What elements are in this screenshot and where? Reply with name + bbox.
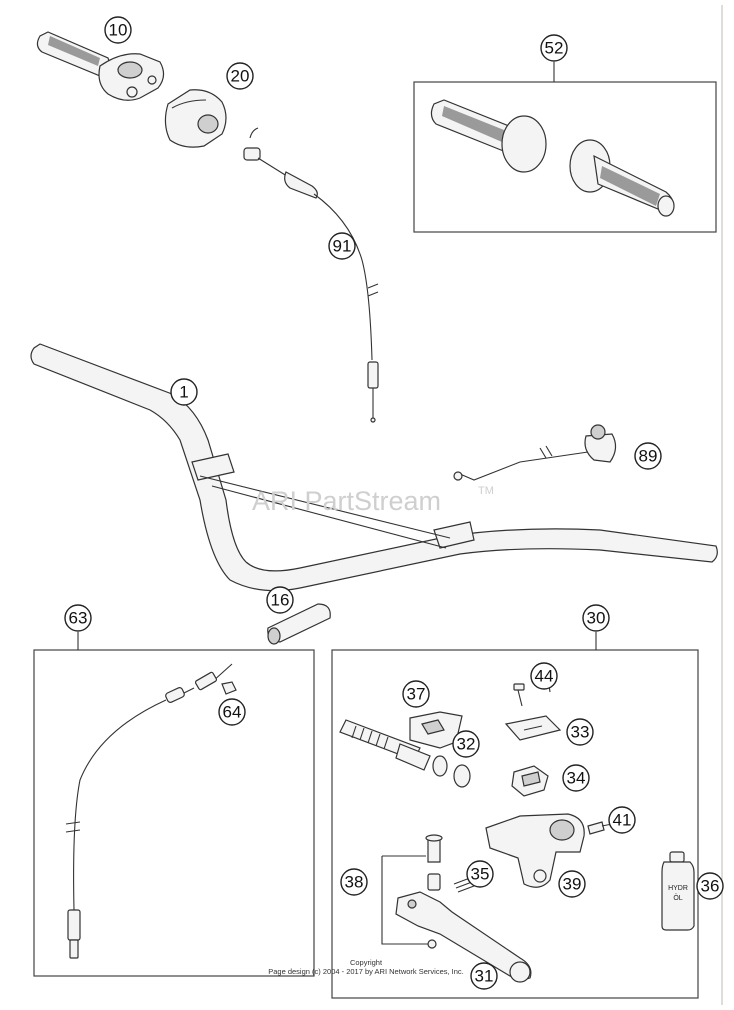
svg-text:33: 33 [571, 723, 590, 742]
master-cylinder-frame [331, 649, 699, 999]
callout-31[interactable]: 31 [470, 962, 498, 990]
callout-36[interactable]: 36 [696, 872, 724, 900]
copyright-line1: Copyright [350, 958, 383, 967]
callout-89[interactable]: 89 [634, 442, 662, 470]
leader-line-38 [381, 856, 428, 945]
reservoir-clamp-part[interactable] [409, 711, 463, 749]
callout-34[interactable]: 34 [562, 764, 590, 792]
callout-38[interactable]: 38 [340, 868, 368, 896]
svg-text:1: 1 [179, 383, 188, 402]
handlebar-part[interactable] [30, 343, 718, 592]
callout-1[interactable]: 1 [170, 378, 198, 406]
right-grip-part[interactable] [569, 139, 675, 217]
callout-41[interactable]: 41 [608, 806, 636, 834]
callout-63[interactable]: 63 [64, 604, 92, 632]
bottle-label-line1: HYDR [668, 885, 688, 892]
svg-text:64: 64 [223, 703, 242, 722]
watermark-text: ARI PartStream [252, 486, 441, 516]
callout-91[interactable]: 91 [328, 232, 356, 260]
svg-text:20: 20 [231, 67, 250, 86]
svg-text:52: 52 [545, 39, 564, 58]
bottle-label-line2: ÖL [673, 894, 682, 902]
throttle-grip-part[interactable] [36, 31, 165, 101]
svg-text:16: 16 [271, 591, 290, 610]
callout-10[interactable]: 10 [104, 16, 132, 44]
bar-end-plug-part[interactable] [267, 603, 331, 645]
svg-text:31: 31 [475, 967, 494, 986]
clutch-cable-part[interactable] [65, 663, 233, 959]
callout-44[interactable]: 44 [530, 662, 558, 690]
svg-text:38: 38 [345, 873, 364, 892]
left-grip-part[interactable] [430, 99, 547, 173]
callout-64[interactable]: 64 [218, 698, 246, 726]
copyright-line2: Page design (c) 2004 - 2017 by ARI Netwo… [268, 967, 464, 976]
callout-32[interactable]: 32 [452, 730, 480, 758]
callout-16[interactable]: 16 [266, 586, 294, 614]
svg-text:37: 37 [407, 685, 426, 704]
brake-fluid-bottle-part[interactable]: HYDR ÖL [661, 851, 695, 931]
svg-text:35: 35 [471, 865, 490, 884]
svg-text:39: 39 [563, 875, 582, 894]
pivot-bolt-part[interactable] [425, 834, 443, 891]
callout-37[interactable]: 37 [402, 680, 430, 708]
svg-text:44: 44 [535, 667, 554, 686]
svg-text:34: 34 [567, 769, 586, 788]
kill-switch-part[interactable] [453, 424, 617, 481]
master-cylinder-body-part[interactable] [485, 813, 585, 888]
clutch-cable-frame [33, 649, 315, 977]
reservoir-cover-part[interactable] [504, 715, 562, 741]
throttle-housing-cover-part[interactable] [164, 89, 227, 148]
callout-52[interactable]: 52 [540, 34, 568, 62]
callout-30[interactable]: 30 [582, 604, 610, 632]
diaphragm-part[interactable] [511, 765, 549, 797]
svg-text:89: 89 [639, 447, 658, 466]
grips-frame [413, 81, 717, 233]
callout-39[interactable]: 39 [558, 870, 586, 898]
svg-text:32: 32 [457, 735, 476, 754]
svg-text:10: 10 [109, 21, 128, 40]
callout-35[interactable]: 35 [466, 860, 494, 888]
svg-text:30: 30 [587, 609, 606, 628]
callout-20[interactable]: 20 [226, 62, 254, 90]
clamp-screw-part[interactable] [587, 821, 613, 835]
throttle-cable-part[interactable] [243, 127, 379, 423]
piston-set-part[interactable] [339, 719, 471, 788]
svg-text:41: 41 [613, 811, 632, 830]
svg-text:91: 91 [333, 237, 352, 256]
brake-lever-part[interactable] [395, 891, 532, 983]
svg-text:36: 36 [701, 877, 720, 896]
callout-33[interactable]: 33 [566, 718, 594, 746]
cable-adjuster-nut-part[interactable] [221, 681, 237, 695]
svg-text:63: 63 [69, 609, 88, 628]
watermark-tm: TM [478, 485, 494, 497]
